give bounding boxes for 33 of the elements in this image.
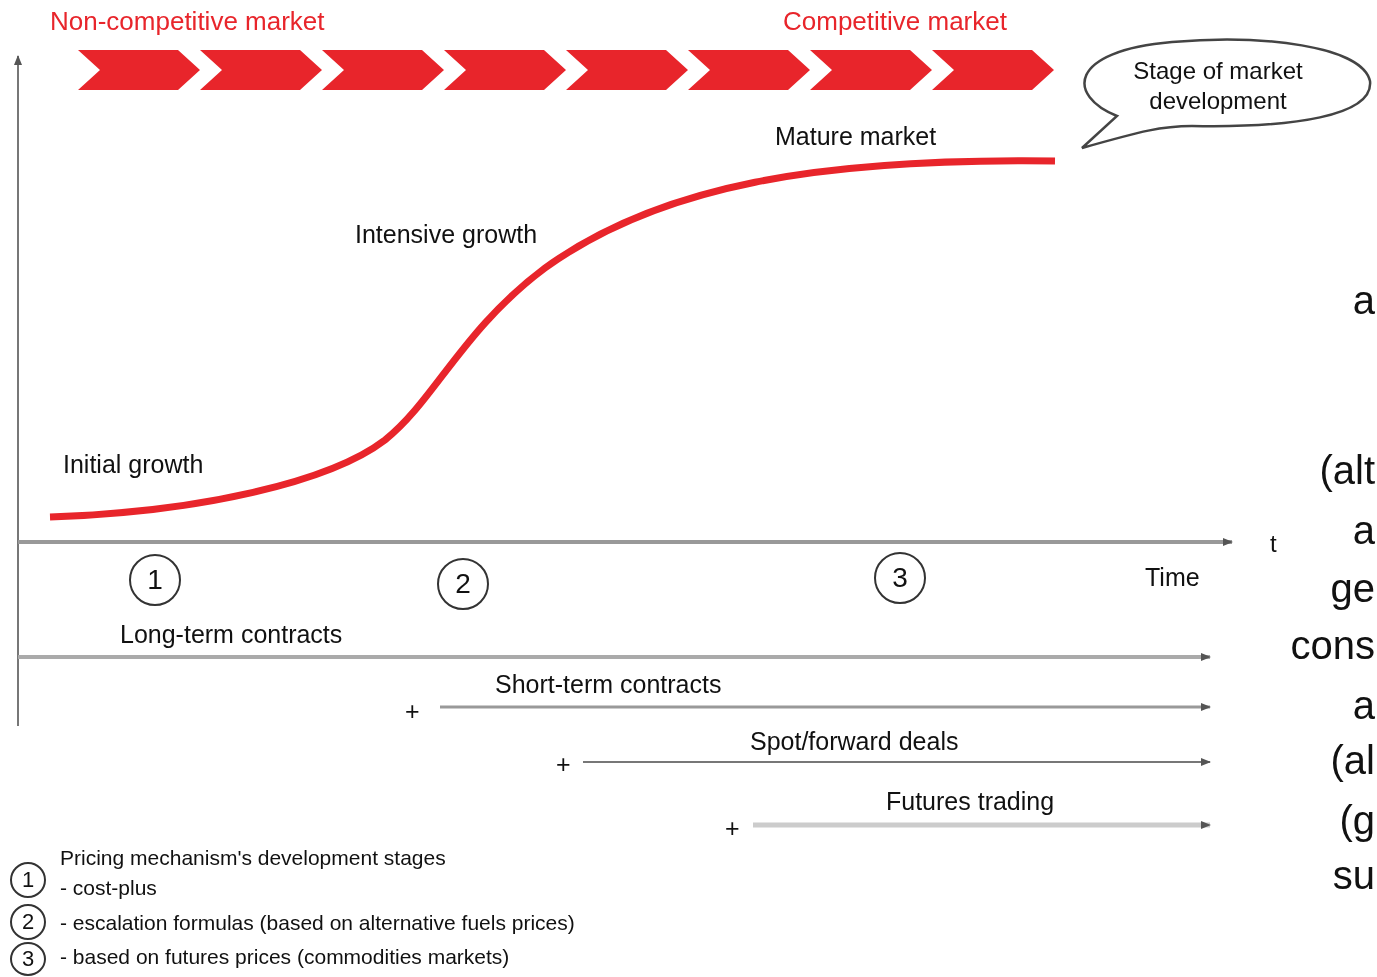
text-fragment: su <box>1332 853 1375 898</box>
legend-item: - based on futures prices (commodities markets) <box>60 945 510 969</box>
curve-label: Initial growth <box>63 450 204 479</box>
contract-label: Short-term contracts <box>495 670 722 699</box>
plus-sign: + <box>556 750 571 779</box>
stage-number-circle: 2 <box>437 558 489 610</box>
stage-label: Competitive market <box>783 6 1007 37</box>
contract-label: Futures trading <box>886 787 1055 816</box>
stage-number-circle: 3 <box>10 942 46 976</box>
contract-label: Spot/forward deals <box>750 727 959 756</box>
text-fragment: a <box>1352 683 1375 728</box>
legend-item: - cost-plus <box>60 876 157 900</box>
stage-label: Non-competitive market <box>50 6 325 37</box>
legend-item: - escalation formulas (based on alternative fuels prices) <box>60 911 575 935</box>
curve-label: Mature market <box>775 122 937 151</box>
text-fragment: a <box>1352 278 1375 323</box>
text-fragment: cons <box>1290 623 1375 668</box>
stage-number-circle: 3 <box>874 552 926 604</box>
text-fragment: ge <box>1330 566 1375 611</box>
axis-label: Time <box>1145 563 1200 592</box>
stage-number-circle: 2 <box>10 904 46 940</box>
text-fragment: a <box>1352 508 1375 553</box>
legend-heading: Pricing mechanism's development stages <box>60 846 446 870</box>
contract-label: Long-term contracts <box>120 620 343 649</box>
plus-sign: + <box>725 814 740 843</box>
stage-number-circle: 1 <box>129 554 181 606</box>
plus-sign: + <box>405 697 420 726</box>
text-fragment: (al <box>1330 738 1375 783</box>
curve-label: Intensive growth <box>355 220 538 249</box>
axis-label: t <box>1270 530 1277 558</box>
text-fragment: (g <box>1339 798 1375 843</box>
stage-number-circle: 1 <box>10 862 46 898</box>
text-fragment: (alt <box>1319 448 1375 493</box>
